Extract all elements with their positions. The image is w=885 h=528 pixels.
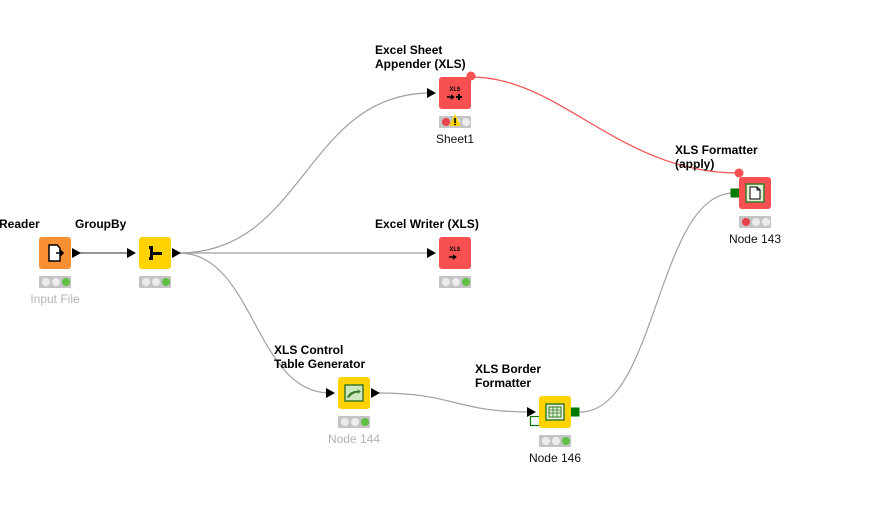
node-label[interactable]: Node 146 <box>528 451 582 465</box>
node-title: XLS Border Formatter <box>475 362 542 390</box>
status-light <box>442 118 450 126</box>
node-excel-sheet-appender[interactable]: XLS <box>439 77 471 109</box>
node-label[interactable]: Sheet1 <box>435 132 475 146</box>
node-xls-control-table-generator[interactable] <box>338 377 370 409</box>
svg-text:XLS: XLS <box>450 246 461 253</box>
status-traffic-light <box>39 276 71 288</box>
status-light <box>361 418 369 426</box>
status-traffic-light <box>439 114 471 128</box>
output-port[interactable] <box>172 248 181 258</box>
status-light <box>462 118 470 126</box>
status-traffic-light <box>139 276 171 288</box>
node-groupby[interactable] <box>139 237 171 269</box>
status-light <box>562 437 570 445</box>
node-title: File Reader <box>0 217 40 231</box>
output-port[interactable] <box>371 388 380 398</box>
status-light <box>542 437 550 445</box>
input-port[interactable] <box>326 388 335 398</box>
variable-input-port[interactable] <box>734 168 744 178</box>
status-light <box>442 278 450 286</box>
connection-groupby-to-excel-sheet-appender[interactable] <box>178 92 432 254</box>
output-port[interactable] <box>72 248 81 258</box>
status-light <box>152 278 160 286</box>
status-traffic-light <box>539 435 571 447</box>
node-label[interactable]: Node 144 <box>327 432 381 446</box>
input-port-flow[interactable] <box>730 188 740 198</box>
node-title: GroupBy <box>75 217 127 231</box>
status-traffic-light <box>338 416 370 428</box>
status-light <box>742 218 750 226</box>
connection-xls-control-table-generator-to-xls-border-formatter[interactable] <box>377 392 532 413</box>
input-port[interactable] <box>427 248 436 258</box>
status-light <box>42 278 50 286</box>
node-excel-writer[interactable]: XLS <box>439 237 471 269</box>
status-light <box>52 278 60 286</box>
node-xls-border-formatter[interactable] <box>539 396 571 428</box>
output-port-flow[interactable] <box>570 407 580 417</box>
status-traffic-light <box>739 216 771 228</box>
connection-xls-border-formatter-to-xls-formatter-apply[interactable] <box>579 192 735 413</box>
node-file-reader[interactable] <box>39 237 71 269</box>
status-light <box>62 278 70 286</box>
node-label[interactable]: Input File <box>30 292 80 306</box>
status-light <box>142 278 150 286</box>
variable-connection-excel-sheet-appender-to-xls-formatter-apply[interactable] <box>470 76 740 174</box>
status-traffic-light <box>439 276 471 288</box>
status-light <box>351 418 359 426</box>
status-light <box>162 278 170 286</box>
status-light <box>552 437 560 445</box>
status-light <box>462 278 470 286</box>
status-light <box>762 218 770 226</box>
status-light <box>752 218 760 226</box>
svg-text:XLS: XLS <box>450 86 461 93</box>
node-title: XLS Control Table Generator <box>274 343 366 371</box>
node-title: Excel Writer (XLS) <box>375 217 479 231</box>
input-port[interactable] <box>127 248 136 258</box>
connection-groupby-to-xls-control-table-generator[interactable] <box>178 252 331 394</box>
node-xls-formatter-apply[interactable] <box>739 177 771 209</box>
input-port[interactable] <box>427 88 436 98</box>
node-title: XLS Formatter (apply) <box>675 143 758 171</box>
input-port[interactable] <box>527 407 536 417</box>
status-light <box>452 278 460 286</box>
node-title: Excel Sheet Appender (XLS) <box>375 43 466 71</box>
node-label[interactable]: Node 143 <box>728 232 782 246</box>
status-light <box>341 418 349 426</box>
